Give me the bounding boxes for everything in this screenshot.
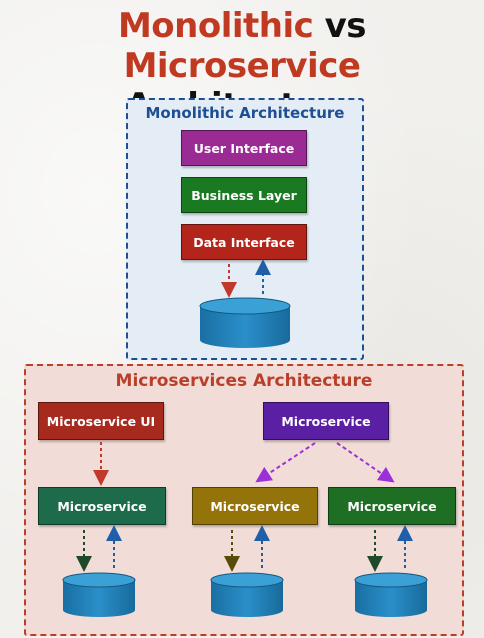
business-layer-box: Business Layer: [181, 177, 307, 213]
purple-arrow-right: [336, 442, 395, 483]
mono-database-icon: [199, 297, 291, 348]
monolithic-label: Monolithic Architecture: [145, 104, 345, 122]
title-microservice: Microservice: [123, 46, 361, 86]
user-interface-box: User Interface: [181, 130, 307, 166]
microservices-label: Microservices Architecture: [115, 371, 373, 391]
microservice-box-left: Microservice: [38, 487, 166, 525]
microservice-ui-box: Microservice UI: [38, 402, 164, 440]
microservice-box-middle: Microservice: [192, 487, 318, 525]
right-database-icon: [354, 572, 428, 617]
data-interface-box: Data Interface: [181, 224, 307, 260]
purple-arrow-left: [255, 442, 316, 483]
middle-database-icon: [210, 572, 284, 617]
title-monolithic: Monolithic: [117, 6, 314, 46]
microservice-top-box: Microservice: [263, 402, 389, 440]
title-vs: vs: [324, 6, 367, 46]
left-database-icon: [62, 572, 136, 617]
microservice-box-right: Microservice: [328, 487, 456, 525]
